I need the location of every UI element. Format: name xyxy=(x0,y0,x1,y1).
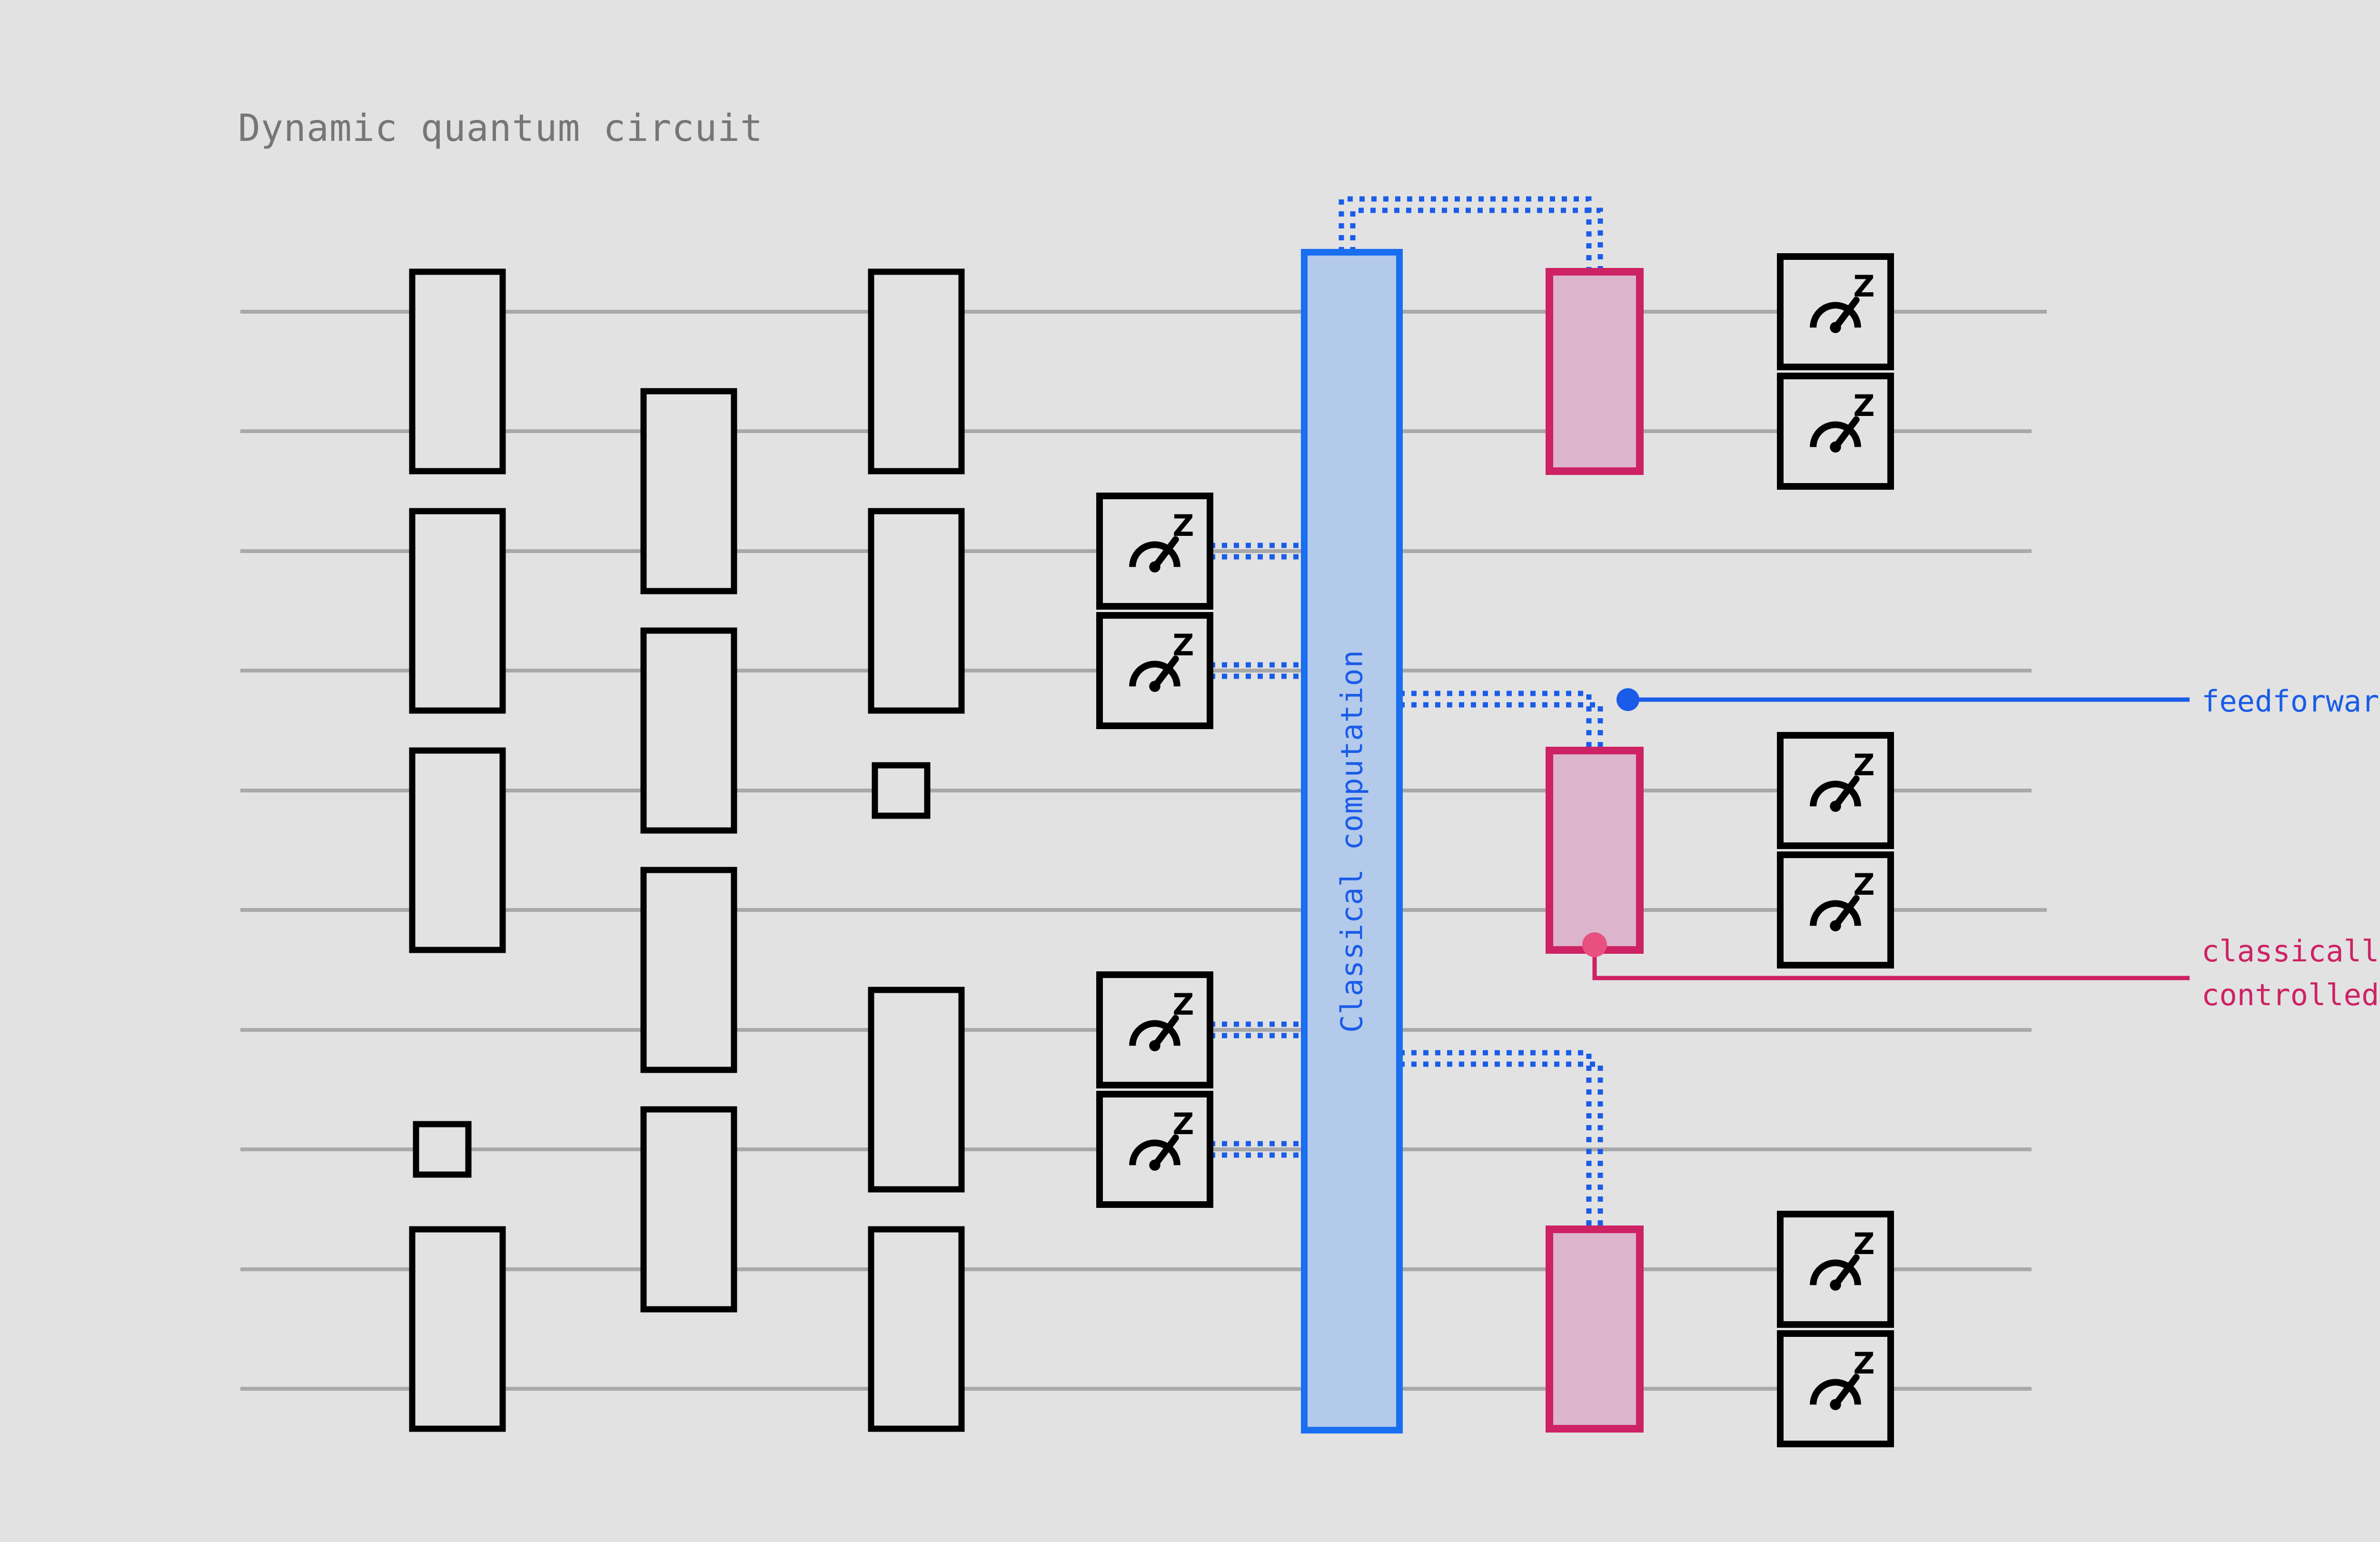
two-qubit-gates xyxy=(409,268,965,1432)
gate-c3-q9q10[interactable] xyxy=(868,1226,965,1432)
measure-q4[interactable]: Z xyxy=(1096,612,1213,729)
classical-bus-bottom-a xyxy=(1399,1050,1592,1229)
feedforward-label: feedforward xyxy=(2202,684,2380,719)
classical-bus-top-a xyxy=(1339,196,1592,272)
classical-computation-block[interactable]: Classical computation xyxy=(1301,249,1403,1433)
measure-q3[interactable]: Z xyxy=(1096,493,1213,610)
gate-c3-q1q2[interactable] xyxy=(868,268,965,474)
classical-bus-middle-b xyxy=(1399,702,1603,751)
cc-gate-label-line2: controlled gate xyxy=(2202,978,2380,1012)
classical-computation-label: Classical computation xyxy=(1335,650,1369,1033)
feedforward-dot xyxy=(1616,688,1639,711)
measure-final-q2[interactable]: Z xyxy=(1777,373,1894,490)
measure-final-q5[interactable]: Z xyxy=(1777,732,1894,849)
measure-basis-label: Z xyxy=(1173,628,1194,662)
measure-final-q1[interactable]: Z xyxy=(1777,253,1894,370)
gate-c2-q8-small[interactable] xyxy=(413,1121,472,1178)
measurement-gates: Z Z Z Z Z Z Z Z Z Z xyxy=(1096,253,1894,1447)
gate-c2-q4q5[interactable] xyxy=(640,627,737,834)
cc-gate-top[interactable] xyxy=(1546,268,1644,475)
gate-c3-q7q8[interactable] xyxy=(868,987,965,1193)
measure-basis-label: Z xyxy=(1854,388,1875,423)
measure-basis-label: Z xyxy=(1854,1226,1875,1261)
qubit-wires xyxy=(240,310,2047,1391)
cc-gate-dot xyxy=(1582,932,1607,957)
measure-basis-label: Z xyxy=(1173,987,1194,1022)
measure-final-q6[interactable]: Z xyxy=(1777,851,1894,969)
classical-computation-box[interactable] xyxy=(1301,249,1403,1433)
gate-c2-q8q9[interactable] xyxy=(640,1106,737,1313)
cc-gate-label-line1: classically- xyxy=(2202,934,2380,969)
gate-c1-q9q10[interactable] xyxy=(409,1226,506,1432)
gate-c1-q3q4[interactable] xyxy=(409,508,506,714)
classical-bus-middle-a xyxy=(1399,691,1592,751)
classically-controlled-gates xyxy=(1546,268,1644,1433)
measure-basis-label: Z xyxy=(1854,748,1875,782)
gate-c1-q1q2[interactable] xyxy=(409,268,506,474)
measure-final-q9[interactable]: Z xyxy=(1777,1211,1894,1328)
measure-basis-label: Z xyxy=(1854,1346,1875,1381)
annotations: feedforward classically-controlled gate xyxy=(1582,684,2380,1012)
gate-c2-q6q7[interactable] xyxy=(640,867,737,1073)
gate-c3-q5-small[interactable] xyxy=(872,762,931,819)
gate-c2-q2q3[interactable] xyxy=(640,388,737,594)
measure-basis-label: Z xyxy=(1854,867,1875,902)
cc-gate-bottom[interactable] xyxy=(1546,1226,1644,1433)
measure-q8[interactable]: Z xyxy=(1096,1091,1213,1208)
classical-bus-bottom-b xyxy=(1399,1061,1603,1229)
measure-basis-label: Z xyxy=(1173,508,1194,543)
cc-gate-middle[interactable] xyxy=(1546,747,1644,954)
single-qubit-gates xyxy=(413,762,931,1178)
measure-q7[interactable]: Z xyxy=(1096,971,1213,1088)
gate-c3-q3q4[interactable] xyxy=(868,508,965,714)
page-title: Dynamic quantum circuit xyxy=(238,107,764,150)
measure-basis-label: Z xyxy=(1173,1107,1194,1141)
measure-final-q10[interactable]: Z xyxy=(1777,1330,1894,1447)
measure-basis-label: Z xyxy=(1854,269,1875,304)
classical-wire-bus xyxy=(1210,196,1603,1229)
gate-c1-q5q6[interactable] xyxy=(409,747,506,953)
